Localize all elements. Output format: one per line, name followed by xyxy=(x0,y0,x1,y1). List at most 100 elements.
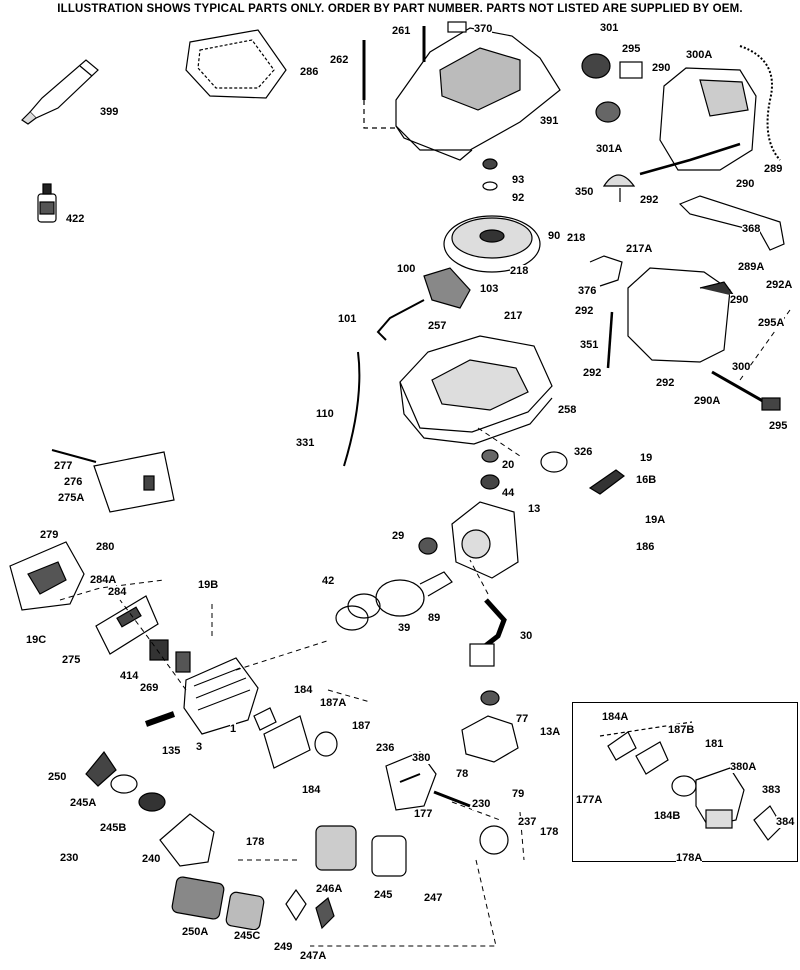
part-number-label: 280 xyxy=(96,541,115,553)
part-number-label: 292 xyxy=(656,377,675,389)
part-number-label: 92 xyxy=(512,192,525,204)
part-number-label: 93 xyxy=(512,174,525,186)
cylinder-drawing xyxy=(183,657,259,735)
sealant-tube-drawing xyxy=(21,59,99,125)
part-number-label: 380A xyxy=(730,761,757,773)
part-number-label: 29 xyxy=(392,530,405,542)
part-number-label: 380 xyxy=(412,752,431,764)
part-number-label: 290 xyxy=(736,178,755,190)
part-number-label: 261 xyxy=(392,25,411,37)
part-number-label: 292 xyxy=(640,194,659,206)
part-number-label: 301A xyxy=(596,143,623,155)
air-cleaner-body-drawing xyxy=(9,541,85,611)
part-number-label: 187A xyxy=(320,697,347,709)
part-number-label: 350 xyxy=(575,186,594,198)
part-number-label: 16B xyxy=(636,474,657,486)
part-number-label: 184B xyxy=(654,810,681,822)
part-number-label: 295A xyxy=(758,317,785,329)
flywheel-drawing xyxy=(443,215,541,273)
engine-cover-drawing xyxy=(395,27,561,161)
part-number-label: 269 xyxy=(140,682,159,694)
part-number-label: 177 xyxy=(414,808,433,820)
part-number-label: 79 xyxy=(512,788,525,800)
part-number-label: 236 xyxy=(376,742,395,754)
part-number-label: 44 xyxy=(502,487,515,499)
part-number-label: 300 xyxy=(732,361,751,373)
part-number-label: 245B xyxy=(100,822,127,834)
part-number-label: 301 xyxy=(600,22,619,34)
crank-housing-drawing xyxy=(451,501,519,579)
part-number-label: 19A xyxy=(645,514,666,526)
part-number-label: 277 xyxy=(54,460,73,472)
part-number-label: 218 xyxy=(567,232,586,244)
part-number-label: 326 xyxy=(574,446,593,458)
crankcase-housing-drawing xyxy=(399,335,553,445)
part-number-label: 218 xyxy=(510,265,529,277)
part-number-label: 178 xyxy=(540,826,559,838)
oil-bottle-drawing xyxy=(37,183,57,223)
inset-carburetor-drawing xyxy=(695,767,745,829)
part-number-label: 181 xyxy=(705,738,724,750)
piston-drawing xyxy=(375,571,453,617)
part-number-label: 300A xyxy=(686,49,713,61)
part-number-label: 276 xyxy=(64,476,83,488)
shroud-drawing xyxy=(185,29,287,99)
part-number-label: 230 xyxy=(472,798,491,810)
part-number-label: 399 xyxy=(100,106,119,118)
part-number-label: 184 xyxy=(302,784,321,796)
part-number-label: 370 xyxy=(474,23,493,35)
part-number-label: 284A xyxy=(90,574,117,586)
part-number-label: 258 xyxy=(558,404,577,416)
part-number-label: 187 xyxy=(352,720,371,732)
part-number-label: 42 xyxy=(322,575,335,587)
part-number-label: 90 xyxy=(548,230,561,242)
part-number-label: 245C xyxy=(234,930,261,942)
part-number-label: 230 xyxy=(60,852,79,864)
part-number-label: 331 xyxy=(296,437,315,449)
part-number-label: 290 xyxy=(730,294,749,306)
part-number-label: 422 xyxy=(66,213,85,225)
diagram-notice: ILLUSTRATION SHOWS TYPICAL PARTS ONLY. O… xyxy=(57,3,743,15)
part-number-label: 178A xyxy=(676,852,703,864)
part-number-label: 284 xyxy=(108,586,127,598)
part-number-label: 290 xyxy=(652,62,671,74)
part-number-label: 217A xyxy=(626,243,653,255)
part-number-label: 275 xyxy=(62,654,81,666)
fuel-tank-upper-drawing xyxy=(639,67,757,176)
part-number-label: 184 xyxy=(294,684,313,696)
fuel-tank-drawing xyxy=(627,267,735,363)
part-number-label: 178 xyxy=(246,836,265,848)
part-number-label: 217 xyxy=(504,310,523,322)
part-number-label: 295 xyxy=(769,420,788,432)
part-number-label: 184A xyxy=(602,711,629,723)
part-number-label: 19B xyxy=(198,579,219,591)
part-number-label: 101 xyxy=(338,313,357,325)
part-number-label: 295 xyxy=(622,43,641,55)
part-number-label: 249 xyxy=(274,941,293,953)
part-number-label: 292 xyxy=(575,305,594,317)
part-number-label: 186 xyxy=(636,541,655,553)
part-number-label: 292A xyxy=(766,279,793,291)
part-number-label: 3 xyxy=(196,741,203,753)
part-number-label: 1 xyxy=(230,723,237,735)
part-number-label: 286 xyxy=(300,66,319,78)
part-number-label: 250A xyxy=(182,926,209,938)
part-number-label: 39 xyxy=(398,622,411,634)
part-number-label: 275A xyxy=(58,492,85,504)
part-number-label: 245A xyxy=(70,797,97,809)
part-number-label: 250 xyxy=(48,771,67,783)
part-number-label: 240 xyxy=(142,853,161,865)
part-number-label: 187B xyxy=(668,724,695,736)
part-number-label: 13A xyxy=(540,726,561,738)
part-number-label: 289 xyxy=(764,163,783,175)
muffler-cover-drawing xyxy=(93,451,175,513)
part-number-label: 391 xyxy=(540,115,559,127)
part-number-label: 30 xyxy=(520,630,533,642)
part-number-label: 376 xyxy=(578,285,597,297)
part-number-label: 103 xyxy=(480,283,499,295)
part-number-label: 247 xyxy=(424,892,443,904)
part-number-label: 279 xyxy=(40,529,59,541)
part-number-label: 384 xyxy=(776,816,795,828)
